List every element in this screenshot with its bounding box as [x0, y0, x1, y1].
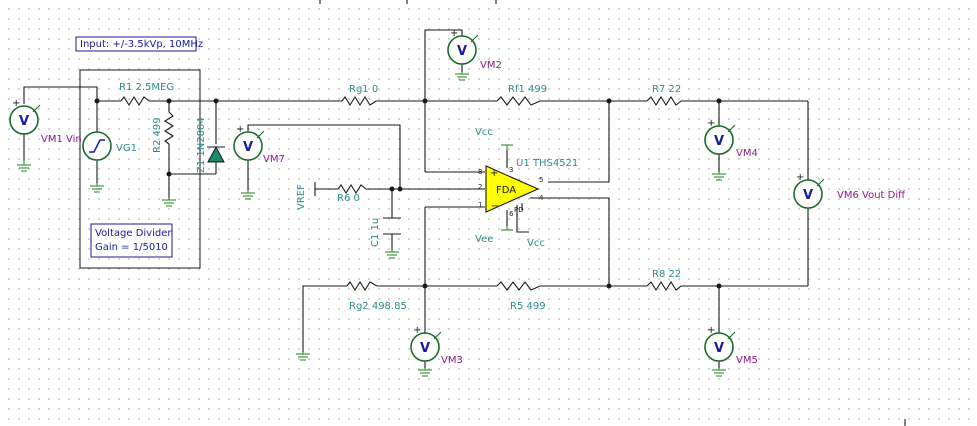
label-vm7: VM7	[263, 154, 285, 165]
vm1-symbol: V	[19, 114, 29, 129]
voltmeter-vm7[interactable]: V + VM7	[233, 124, 285, 165]
vm7-symbol: V	[243, 140, 253, 155]
label-vm1: VM1 Vin	[41, 134, 82, 145]
pin-1: 1	[478, 201, 482, 209]
divider-enclosure	[79, 69, 201, 269]
label-r6: R6 0	[337, 193, 360, 204]
label-r2: R2 499	[152, 117, 163, 153]
junction-dots	[94, 98, 722, 289]
label-vcc-top: Vcc	[475, 127, 493, 138]
vm2-symbol: V	[457, 44, 467, 59]
resistor-r7[interactable]: R7 22	[646, 84, 682, 107]
vm4-plus: +	[707, 118, 715, 129]
voltmeter-vm4[interactable]: V + VM4	[704, 118, 758, 159]
resistor-r6[interactable]: R6 0	[337, 183, 367, 204]
opamp-fda-text: FDA	[496, 185, 516, 196]
label-rf1: Rf1 499	[508, 84, 547, 95]
label-vm4: VM4	[736, 148, 758, 159]
signal-generator-vg1[interactable]: VG1	[82, 131, 137, 161]
vm4-symbol: V	[714, 134, 724, 149]
opamp-u1[interactable]: FDA + − U1 THS4521 8 2 1 5 4 3 6 PD Vcc …	[475, 127, 578, 249]
resistor-r2[interactable]: R2 499	[152, 111, 175, 153]
pin-8: 8	[478, 168, 482, 176]
capacitor-c1[interactable]: C1 1u	[370, 217, 401, 247]
pin-5: 5	[539, 176, 543, 184]
vm5-symbol: V	[714, 341, 724, 356]
label-r5: R5 499	[510, 301, 546, 312]
label-r8: R8 22	[652, 269, 681, 280]
ground-symbols	[17, 72, 726, 377]
pin-3: 3	[509, 166, 513, 174]
label-vm5: VM5	[736, 355, 758, 366]
resistor-r1[interactable]: R1 2.5MEG	[119, 82, 174, 107]
pin-6: 6	[509, 210, 514, 218]
label-u1: U1 THS4521	[516, 158, 578, 169]
vm2-plus: +	[450, 28, 458, 39]
opamp-minus-sign: −	[491, 201, 499, 212]
vm5-plus: +	[707, 325, 715, 336]
pin-pd: PD	[514, 206, 524, 214]
label-vm3: VM3	[441, 355, 463, 366]
divider-note-line2: Gain = 1/5010	[95, 242, 168, 253]
vm3-symbol: V	[420, 341, 430, 356]
label-rg2: Rg2 498.85	[349, 301, 407, 312]
voltmeter-vm3[interactable]: V + VM3	[410, 325, 463, 366]
vm6-symbol: V	[803, 188, 813, 203]
label-vm2: VM2	[480, 60, 502, 71]
vm6-plus: +	[796, 172, 804, 183]
resistor-rf1[interactable]: Rf1 499	[496, 84, 547, 106]
top-edge-stubs	[319, 0, 906, 426]
resistor-r5[interactable]: R5 499	[496, 281, 546, 312]
vm7-plus: +	[236, 124, 244, 135]
vm3-plus: +	[413, 325, 421, 336]
voltmeter-vm6[interactable]: V + VM6 Vout Diff	[793, 172, 906, 209]
wires	[23, 29, 809, 368]
label-r7: R7 22	[652, 84, 681, 95]
label-vm6: VM6 Vout Diff	[837, 190, 906, 201]
divider-note-box[interactable]: Voltage Divider Gain = 1/5010	[90, 223, 173, 258]
pin-4: 4	[539, 194, 544, 202]
vref-source[interactable]: VREF	[296, 182, 316, 210]
label-vcc-bottom: Vcc	[527, 238, 545, 249]
voltmeter-vm1[interactable]: V + VM1 Vin	[9, 98, 82, 145]
label-z1: Z1 1N2804	[196, 117, 207, 173]
resistor-rg1[interactable]: Rg1 0	[341, 84, 378, 107]
label-r1: R1 2.5MEG	[119, 82, 174, 93]
vm1-plus: +	[12, 98, 20, 109]
label-rg1: Rg1 0	[349, 84, 378, 95]
label-vg1: VG1	[116, 143, 137, 154]
divider-note-line1: Voltage Divider	[95, 228, 172, 239]
opamp-plus-sign: +	[490, 168, 498, 179]
voltmeter-vm2[interactable]: V + VM2	[447, 28, 502, 71]
resistor-rg2[interactable]: Rg2 498.85	[346, 280, 407, 312]
input-note-text: Input: +/-3.5kVp, 10MHz	[80, 39, 203, 50]
input-note-box[interactable]: Input: +/-3.5kVp, 10MHz	[75, 36, 203, 52]
label-vref: VREF	[296, 184, 307, 210]
pin-2: 2	[478, 183, 482, 191]
label-c1: C1 1u	[370, 218, 381, 247]
resistor-r8[interactable]: R8 22	[646, 269, 682, 292]
zener-diode-z1[interactable]: Z1 1N2804	[196, 117, 225, 173]
voltmeter-vm5[interactable]: V + VM5	[704, 325, 758, 366]
label-vee: Vee	[475, 234, 493, 245]
